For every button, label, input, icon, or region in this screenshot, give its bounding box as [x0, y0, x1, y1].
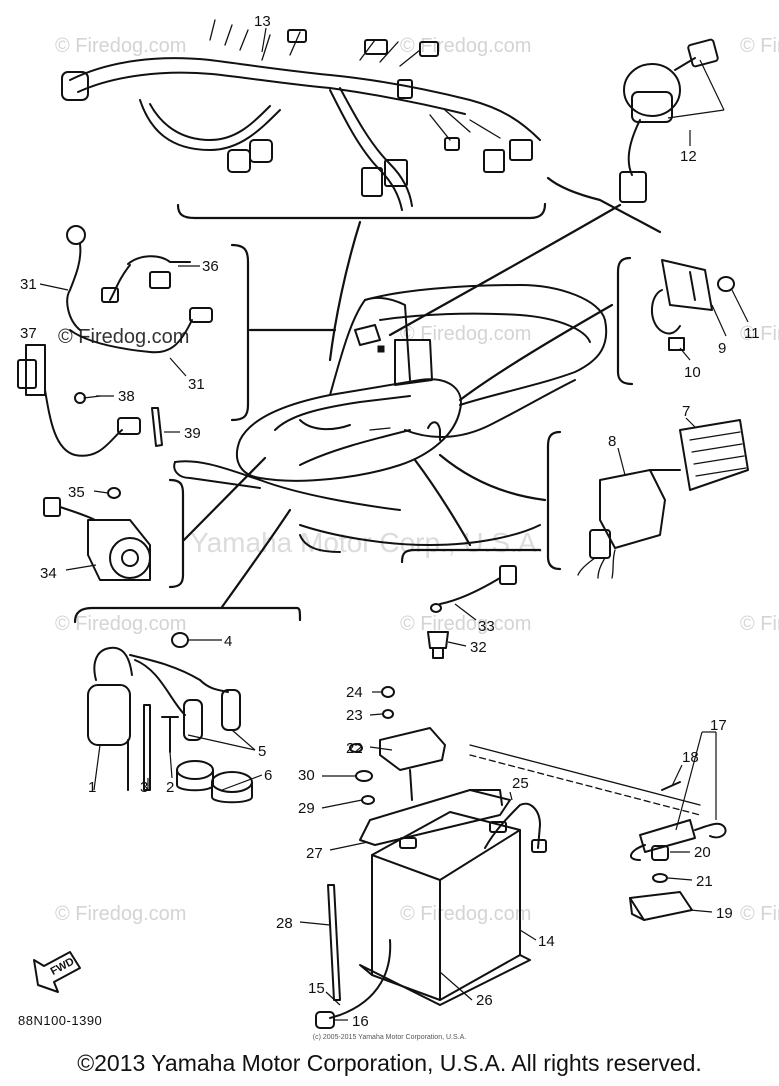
callout-9: 9	[718, 340, 726, 357]
callout-4: 4	[224, 633, 232, 650]
main-switch	[619, 38, 719, 203]
battery-assembly	[315, 686, 701, 1029]
callout-3: 3	[140, 779, 148, 796]
cdi-unit	[577, 419, 749, 579]
watermark-firedog: © Firedog.com	[740, 323, 779, 345]
starter-relay	[629, 845, 693, 921]
watermark-firedog: © Firedog.com	[740, 613, 779, 635]
callout-29: 29	[298, 800, 315, 817]
fwd-label: FWD	[49, 956, 77, 978]
diagram-part-number: 88N100-1390	[18, 1013, 103, 1028]
ignition-coil	[73, 606, 302, 804]
copyright-footer: ©2013 Yamaha Motor Corporation, U.S.A. A…	[77, 1050, 702, 1076]
callout-25: 25	[512, 775, 529, 792]
snowmobile-body	[173, 284, 608, 553]
watermark-firedog: © Firedog.com	[740, 903, 779, 925]
watermark-firedog: © Firedog.com	[400, 35, 531, 57]
callout-1: 1	[88, 779, 96, 796]
callout-17: 17	[710, 717, 727, 734]
callout-10: 10	[684, 364, 701, 381]
watermark-firedog: © Firedog.com	[55, 903, 186, 925]
callout-33: 33	[478, 618, 495, 635]
watermark-firedog: © Firedog.com	[400, 903, 531, 925]
starter-component	[43, 487, 151, 581]
callout-15: 15	[308, 980, 325, 997]
watermarks: © Firedog.com © Firedog.com © Firedog.co…	[55, 35, 779, 925]
callout-30: 30	[298, 767, 315, 784]
watermark-yamaha: Yamaha Motor Corp., U.S.A.	[190, 527, 544, 558]
callout-11: 11	[744, 325, 760, 342]
watermark-firedog: © Firedog.com	[55, 613, 186, 635]
callout-31b: 31	[188, 376, 205, 393]
watermark-firedog: © Firedog.com	[400, 323, 531, 345]
callout-5: 5	[258, 743, 266, 760]
watermark-firedog: © Firedog.com	[400, 613, 531, 635]
callout-24: 24	[346, 684, 363, 701]
callout-38: 38	[118, 388, 135, 405]
sensor	[427, 565, 517, 659]
callout-6: 6	[264, 767, 272, 784]
callout-18: 18	[682, 749, 699, 766]
small-copyright: (c) 2005-2015 Yamaha Motor Corporation, …	[312, 1034, 467, 1041]
subassembly-left	[17, 225, 213, 457]
callout-36: 36	[202, 258, 219, 275]
callout-22: 22	[346, 740, 363, 757]
callout-19: 19	[716, 905, 733, 922]
callout-31: 31	[20, 276, 37, 293]
callout-26: 26	[476, 992, 493, 1009]
cable-switch	[630, 781, 727, 861]
callout-32: 32	[470, 639, 487, 656]
callout-12: 12	[680, 148, 697, 165]
callout-28: 28	[276, 915, 293, 932]
watermark-firedog-dark: © Firedog.com	[58, 326, 189, 348]
callout-21: 21	[696, 873, 713, 890]
callout-27: 27	[306, 845, 323, 862]
watermark-firedog: © Firedog.com	[740, 35, 779, 57]
callout-20: 20	[694, 844, 711, 861]
callout-7: 7	[682, 403, 690, 420]
callout-16: 16	[352, 1013, 369, 1030]
regulator	[651, 259, 735, 351]
callout-23: 23	[346, 707, 363, 724]
watermark-firedog: © Firedog.com	[55, 35, 186, 57]
callout-37: 37	[20, 325, 37, 342]
callout-39: 39	[184, 425, 201, 442]
callout-34: 34	[40, 565, 57, 582]
wire-harness	[61, 19, 541, 211]
callout-8: 8	[608, 433, 616, 450]
forward-arrow-icon: FWD	[33, 951, 81, 993]
callout-13: 13	[254, 13, 271, 30]
callout-14: 14	[538, 933, 555, 950]
callout-2: 2	[166, 779, 174, 796]
callout-35: 35	[68, 484, 85, 501]
